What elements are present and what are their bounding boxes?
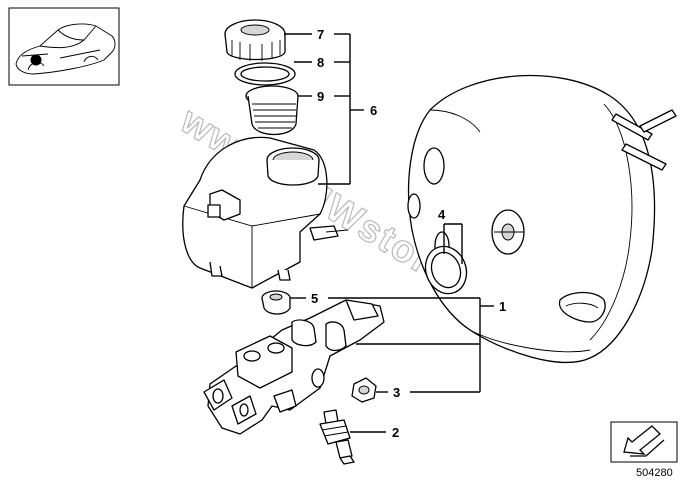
- master-cylinder: [203, 299, 385, 435]
- callout-5: 5: [311, 291, 318, 306]
- document-number: 504280: [636, 467, 673, 479]
- callout-6: 6: [370, 103, 377, 118]
- reservoir-grommet: [261, 290, 291, 315]
- strainer-filter: [245, 85, 299, 136]
- brake-booster: [407, 74, 677, 363]
- fluid-reservoir: [182, 136, 349, 289]
- callout-1: 1: [499, 299, 506, 314]
- callout-3: 3: [393, 385, 400, 400]
- callout-7: 7: [317, 27, 324, 42]
- leader-lines: [284, 33, 494, 433]
- callout-9: 9: [317, 89, 324, 104]
- reservoir-cap: [224, 19, 286, 61]
- orientation-box: [610, 421, 678, 463]
- car-thumbnail: [8, 7, 120, 86]
- location-marker-icon: [30, 54, 42, 66]
- sealing-ring: [234, 62, 296, 86]
- callout-2: 2: [392, 425, 399, 440]
- callout-4: 4: [438, 207, 446, 222]
- o-ring: [424, 245, 468, 295]
- screw-plug: [351, 377, 377, 403]
- callout-8: 8: [317, 55, 324, 70]
- pressure-switch: [319, 409, 355, 465]
- arrow-direction-icon: [623, 425, 665, 457]
